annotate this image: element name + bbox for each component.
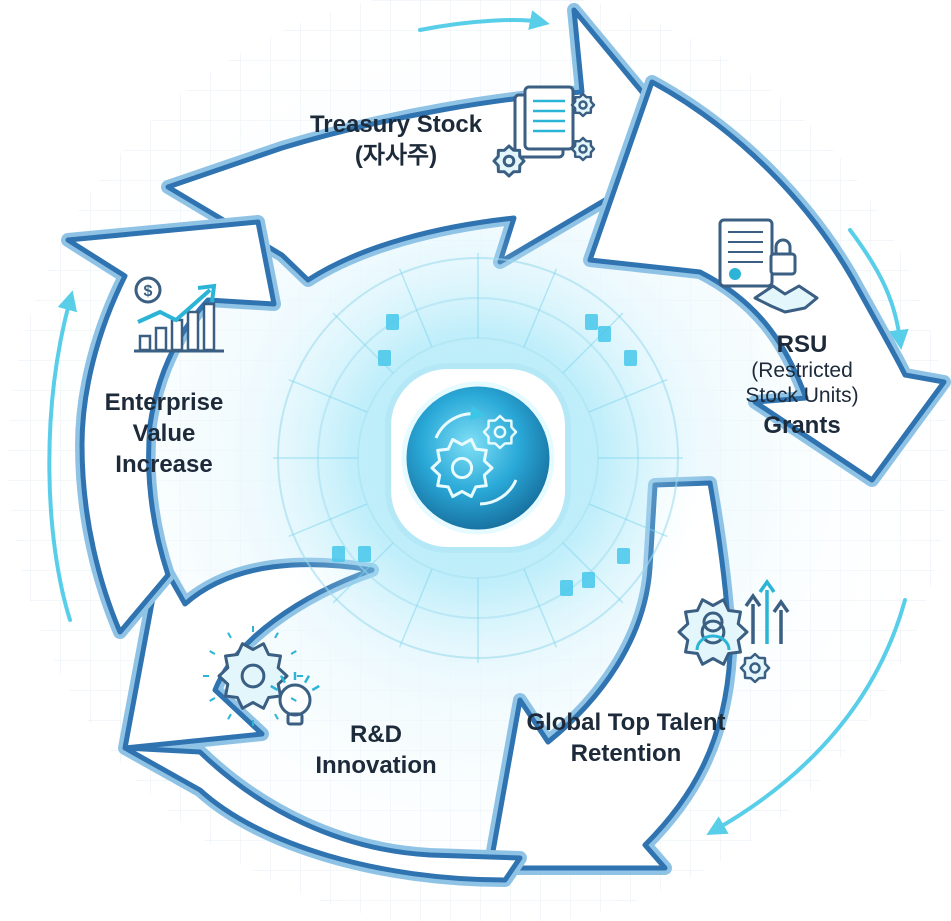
label-talent-line-1: Global Top Talent <box>526 709 725 736</box>
document-chip-6 <box>358 546 371 562</box>
label-treasury-line-2: (자사주) <box>355 142 437 169</box>
doc-gear-right <box>570 136 596 162</box>
document-chip-5 <box>332 546 345 562</box>
document-chip-4 <box>624 350 637 366</box>
rnd-gear <box>217 642 289 710</box>
label-rnd: R&D Innovation <box>315 721 436 779</box>
arrow-value <box>65 219 277 635</box>
label-value-line-2: Value <box>133 420 196 447</box>
label-rnd-line-2: Innovation <box>315 752 436 779</box>
label-treasury-line-1: Treasury Stock <box>310 111 483 138</box>
gears-cycle-icon <box>430 405 518 506</box>
label-talent-line-2: Retention <box>571 740 682 767</box>
orbit-arrow-2 <box>848 228 909 350</box>
floating-documents <box>332 314 637 596</box>
orbit-arrow-3 <box>706 598 907 835</box>
label-rsu-line-3: Stock Units) <box>745 384 858 407</box>
gear-lightbulb-icon <box>203 626 320 726</box>
arrow-treasury <box>165 7 693 283</box>
label-rsu-line-1: RSU <box>777 331 828 358</box>
center-gear-large <box>430 438 494 498</box>
person-gear-growth-icon <box>677 578 790 684</box>
doc-gear-top <box>570 92 596 118</box>
orbit-arrow-1 <box>418 10 550 32</box>
label-rsu-line-2: (Restricted <box>751 359 853 382</box>
document-chip-2 <box>378 350 391 366</box>
doc-gear-left <box>492 144 526 178</box>
label-rsu-line-4: Grants <box>763 412 840 439</box>
document-chip-10 <box>585 314 598 330</box>
stage-icons: $ <box>134 85 819 726</box>
document-gears-icon <box>492 85 596 178</box>
hub-core <box>401 381 555 535</box>
label-treasury: Treasury Stock (자사주) <box>310 111 483 169</box>
document-chip-3 <box>598 326 611 342</box>
label-value-line-1: Enterprise <box>105 389 224 416</box>
document-chip-1 <box>386 314 399 330</box>
document-chip-9 <box>617 548 630 564</box>
center-gear-small <box>482 414 518 450</box>
document-chip-7 <box>560 580 573 596</box>
label-rnd-line-1: R&D <box>350 721 402 748</box>
center-hub <box>248 228 708 688</box>
svg-text:$: $ <box>144 283 153 300</box>
contract-handshake-icon <box>718 218 819 314</box>
orbit-arrow-5 <box>47 290 78 622</box>
label-value-line-3: Increase <box>115 451 212 478</box>
growth-chart-icon: $ <box>134 276 224 353</box>
document-chip-8 <box>582 572 595 588</box>
talent-gear-small <box>739 652 771 684</box>
